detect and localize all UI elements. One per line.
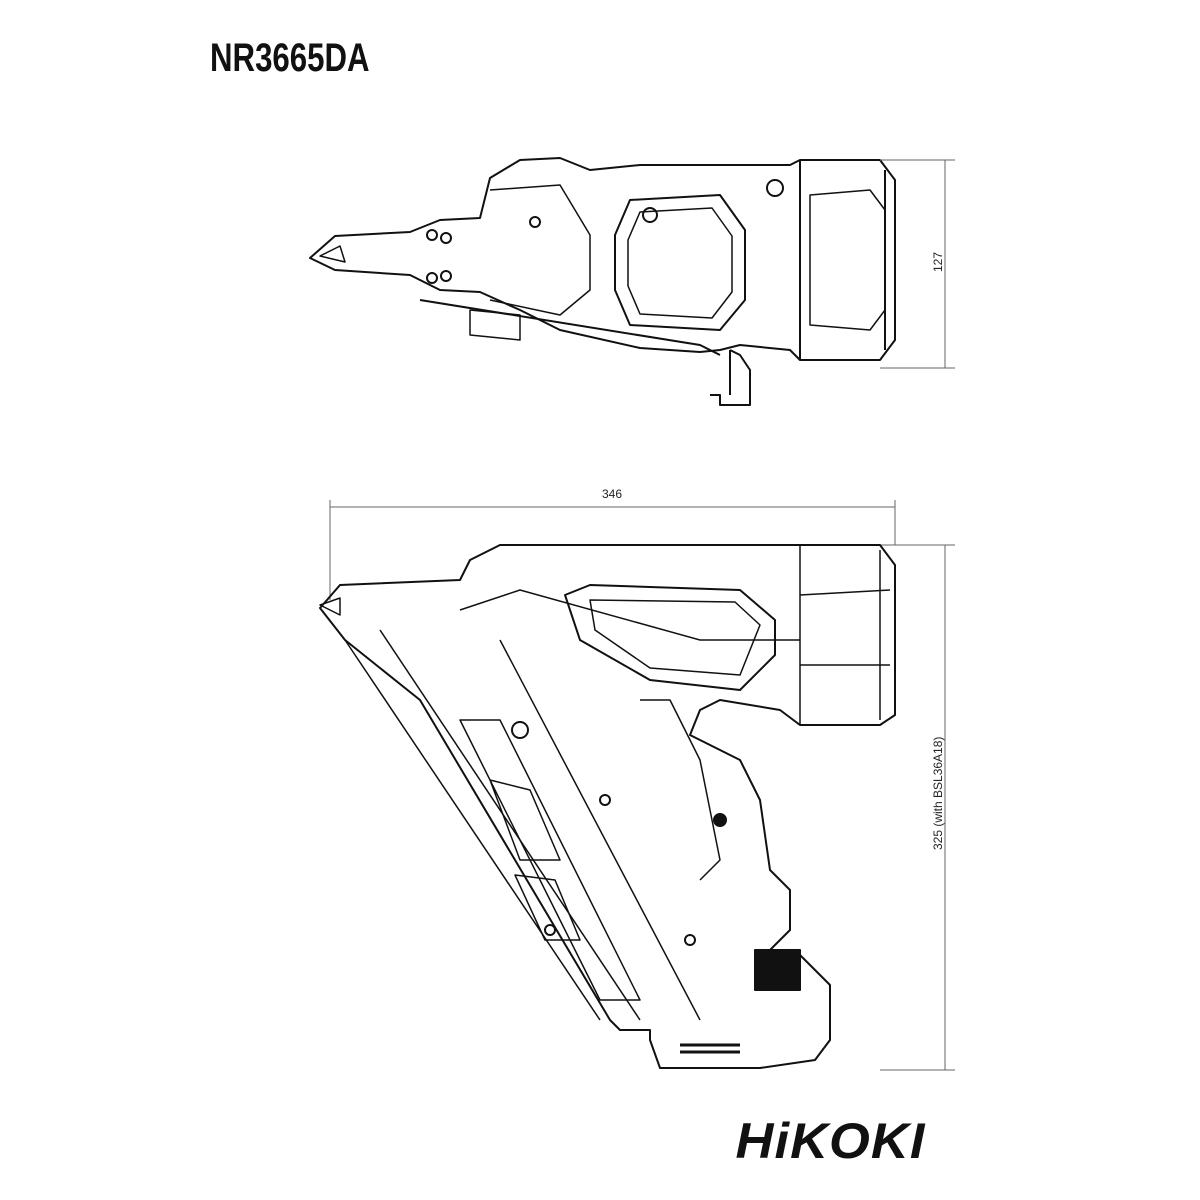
brand-logo: HiKOKI <box>735 1113 926 1169</box>
dim-side-height: 325 (with BSL36A18) <box>931 737 945 850</box>
dim-top-height: 127 <box>931 252 945 272</box>
top-view <box>309 157 896 406</box>
model-title: NR3665DA <box>210 36 370 80</box>
dimension-127 <box>880 159 955 369</box>
dim-side-length: 346 <box>602 487 622 501</box>
dimension-346 <box>329 500 955 1071</box>
side-view <box>319 544 896 1069</box>
